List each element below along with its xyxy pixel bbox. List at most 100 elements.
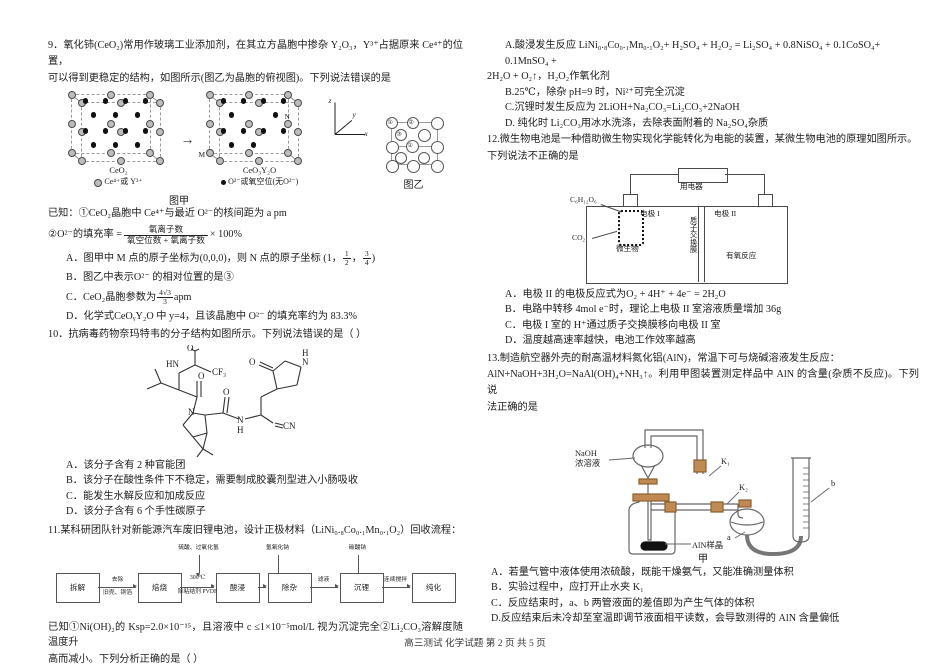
q13-option-a-key: A．: [491, 566, 509, 578]
q9-given-1: ①CeO₂晶胞中 Ce⁴⁺与最近 O²⁻的核间距为 a pm: [78, 208, 287, 220]
q9-given: 已知：①CeO₂晶胞中 Ce⁴⁺与最近 O²⁻的核间距为 a pm ②O²⁻的填…: [48, 206, 463, 245]
flow-arrow-label-3: 滤液: [317, 576, 330, 583]
q9-given-2-suffix: × 100%: [209, 228, 242, 240]
q9-option-a-text-a: 图甲中 M 点的原子坐标为(0,0,0)，则 N 点的原子坐标 (1，: [83, 252, 342, 264]
mol-label-n-3: N: [302, 357, 309, 367]
product-label: CO₂: [572, 232, 586, 242]
point-n-label: N: [284, 112, 290, 122]
q9-given-2-denominator: 氧空位数 + 氧离子数: [126, 234, 205, 245]
q9-option-b-text: 图乙中表示O²⁻ 的相对位置的是③: [82, 272, 234, 284]
q12-option-b-key: B．: [505, 304, 522, 316]
q12-option-c-text: 电极 I 室的 H⁺通过质子交换膜移向电极 II 室: [521, 319, 721, 331]
q10-option-a-key: A．: [66, 459, 84, 471]
q11-option-b: B.25℃，除杂 pH=9 时，Ni²⁺可完全沉淀: [487, 85, 919, 101]
q11-option-d-text: 纯化时 Li₂CO₃用冰水洗涤，去除表面附着的 Na₂SO₄杂质: [517, 117, 769, 129]
point-m-label: M: [198, 150, 206, 160]
q12-option-c: C．电极 I 室的 H⁺通过质子交换膜移向电极 II 室: [487, 318, 919, 334]
q12-option-b: B．电路中转移 4mol e⁻时，理论上电极 II 室溶液质量增加 36g: [487, 302, 919, 318]
legend-filled-label: O²⁻或氧空位(无O²⁻): [228, 177, 299, 187]
flow-reagent-3: 碳酸钠: [348, 544, 367, 551]
crystal-cells: CeO₂ Ce⁴⁺或 Y³⁺ →: [48, 90, 463, 191]
q9-opt-c-num: 4√3: [157, 287, 173, 299]
topview-mark-3: ③: [396, 131, 402, 138]
topview-mark-4: ①: [407, 143, 413, 150]
topview-mark-2: ②: [408, 119, 414, 126]
crystal-cell-ceo2: [63, 90, 167, 166]
q11-option-b-text: 25℃，除杂 pH=9 时，Ni²⁺可完全沉淀: [514, 86, 685, 98]
flow-arrow-label-2: 300℃: [189, 574, 206, 581]
q9-figures: CeO₂ Ce⁴⁺或 Y³⁺ →: [48, 90, 463, 207]
q12-option-a-key: A．: [505, 288, 523, 300]
flow-arrow-label-4: 连续搅拌: [383, 576, 408, 583]
q10-option-a-text: 该分子含有 2 种官能团: [83, 459, 186, 471]
mol-label-cn: CN: [283, 421, 296, 431]
right-column: A.酸浸发生反应 LiNi₀.₈Co₀.₁Mn₀.₁O₂+ H₂SO₄ + H₂…: [487, 38, 919, 627]
q12-stem-line2: 下列说法不正确的是: [487, 150, 579, 162]
open-circle-icon: [94, 178, 103, 187]
q10-option-d-key: D．: [66, 506, 84, 518]
q13-option-d: D.反应结束后未冷却至室温即调节液面相平读数，会导致测得的 AlN 含量偏低: [487, 611, 919, 627]
q9-option-a-fraction-2: 3 4: [362, 249, 371, 268]
legend-filled: O²⁻或氧空位(无O²⁻): [201, 176, 319, 187]
q11-given-line1: 已知①Ni(OH)₂的 Ksp=2.0×10⁻¹⁵，且溶液中 c ≤1×10⁻⁵…: [48, 621, 463, 649]
q11-option-c: C.沉锂时发生反应为 2LiOH+Na₂CO₃=Li₂CO₃+2NaOH: [487, 100, 919, 116]
q13-option-b-key: B．: [491, 582, 508, 594]
naoh-label-line2: 浓溶液: [575, 458, 601, 468]
k1-label: K₁: [721, 457, 730, 466]
q9-given-label: 已知：: [48, 208, 79, 220]
q12-figure: 用电器 电极 I 电极 II 微生物 有氧反应: [568, 167, 838, 286]
page-footer: 高三测试 化学试题 第 2 页 共 5 页: [404, 638, 546, 649]
membrane-label: 质子交换膜: [690, 216, 698, 254]
q12-option-a: A．电极 II 的电极反应式为O₂ + 4H⁺ + 4e⁻ = 2H₂O: [487, 287, 919, 303]
figure-yi-caption: 图乙: [403, 180, 424, 192]
q13-option-b: B．实验过程中，应打开止水夹 K₁: [487, 580, 919, 596]
crystal-cell-ceo2-label: CeO₂: [109, 166, 128, 176]
q9-option-b-key: B．: [66, 272, 83, 284]
q12-stem-line1: 12.微生物电池是一种借助微生物实现化学能转化为电能的装置，某微生物电池的原理如…: [487, 134, 918, 145]
q9-given-2-numerator: 氧离子数: [123, 224, 208, 236]
microbe-blob-icon: [618, 209, 644, 246]
mol-label-o-2: O: [198, 371, 205, 381]
mol-label-o-4: O: [249, 357, 256, 367]
q11-option-d: D. 纯化时 Li₂CO₃用冰水洗涤，去除表面附着的 Na₂SO₄杂质: [487, 116, 919, 132]
q10-stem: 10．抗病毒药物奈玛特韦的分子结构如图所示。下列说法错误的是（ ）: [48, 328, 367, 340]
flow-box-3: 酸浸: [215, 572, 260, 603]
q13-option-c-key: C．: [491, 597, 508, 609]
q10-molecule-figure: O HN CF₃ O N O N H CN O N H: [48, 345, 463, 457]
question-9: 9．氧化铈(CeO₂)常用作玻璃工业添加剂，在其立方晶胞中掺杂 Y₂O₃，Y³⁺…: [48, 38, 463, 325]
q13-option-a: A．若量气管中液体使用浓硫酸，既能干燥氨气，又能准确测量体积: [487, 565, 919, 581]
mol-label-n-2: N: [237, 415, 244, 425]
q9-option-d-key: D．: [66, 311, 84, 323]
q9-opt-a-f1-den: 2: [344, 257, 349, 267]
q10-option-b-text: 该分子在酸性条件下不稳定，需要制成胶囊剂型进入小肠吸收: [82, 475, 359, 487]
q10-option-b: B．该分子在酸性条件下不稳定，需要制成胶囊剂型进入小肠吸收: [48, 473, 463, 489]
flow-arrow-label-1: 去除: [111, 576, 124, 583]
q11-stem: 11.某科研团队针对新能源汽车废旧锂电池，设计正极材料（LiNi₀.₈Co₀.₁…: [48, 524, 462, 536]
q13-apparatus-figure: NaOH 浓溶液 K₁ K₂ a b AlN样晶: [553, 418, 853, 558]
q9-stem-line2: 可以得到更稳定的结构，如图所示(图乙为晶胞的俯视图)。下列说法错误的是: [48, 72, 391, 84]
left-column: 9．氧化铈(CeO₂)常用作玻璃工业添加剂，在其立方晶胞中掺杂 Y₂O₃，Y³⁺…: [48, 38, 463, 669]
q11-option-a-text1: 酸浸发生反应 LiNi₀.₈Co₀.₁Mn₀.₁O₂+ H₂SO₄ + H₂O₂…: [505, 40, 881, 67]
q11-given-line2: 高而减小。下列分析正确的是（ ）: [48, 654, 204, 666]
filled-circle-icon: [220, 179, 227, 186]
q9-option-c-text-a: CeO₂晶胞参数为: [82, 291, 157, 303]
mol-label-o-1: O: [187, 345, 194, 353]
arrow-right-icon: →: [180, 132, 195, 148]
q9-option-c-fraction: 4√3 3: [157, 287, 173, 307]
electrode-2-label: 电极 II: [714, 208, 737, 218]
q9-option-a-fraction-1: 1 2: [342, 249, 351, 268]
flow-box-4: 除杂: [267, 572, 312, 603]
question-12: 12.微生物电池是一种借助微生物实现化学能转化为电能的装置，某微生物电池的原理如…: [487, 132, 919, 349]
flow-box-6: 纯化: [411, 572, 456, 603]
q9-option-a-key: A．: [66, 252, 84, 264]
q11-option-c-text: 沉锂时发生反应为 2LiOH+Na₂CO₃=Li₂CO₃+2NaOH: [514, 102, 740, 113]
q9-stem-line1: 9．氧化铈(CeO₂)常用作玻璃工业添加剂，在其立方晶胞中掺杂 Y₂O₃，Y³⁺…: [48, 40, 463, 67]
q10-option-a: A．该分子含有 2 种官能团: [48, 458, 463, 474]
flow-box-1: 拆解: [55, 572, 100, 603]
q13-option-c-text: 反应结束时，a、b 两管液面的差值即为产生气体的体积: [507, 597, 755, 609]
q13-option-b-text: 实验过程中，应打开止水夹 K₁: [507, 582, 644, 594]
q9-option-a-mid: ，: [351, 252, 362, 264]
q12-option-d-text: 温度越高速率越快，电池工作效率越高: [522, 335, 696, 347]
sample-label: AlN样晶: [692, 540, 723, 550]
tube-b-label: b: [831, 479, 835, 488]
